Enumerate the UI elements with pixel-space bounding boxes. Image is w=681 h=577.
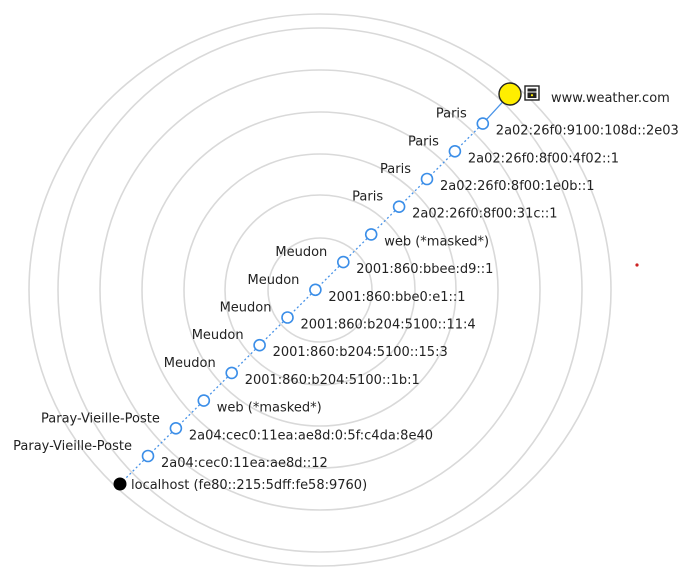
hop-node[interactable]: 2001:860:b204:5100::1b:1 Meudon [164,356,420,388]
hop-dot[interactable] [476,117,490,130]
hop-link [398,178,428,208]
hop-dot[interactable] [169,421,183,435]
hop-address-label: web (*masked*) [217,401,322,416]
hop-link [370,206,400,235]
distance-ring [267,237,373,343]
hop-link [203,372,233,402]
source-node[interactable]: localhost (fe80::215:5dff:fe58:9760) [113,477,368,494]
hop-node[interactable]: 2a02:26f0:9100:108d::2e03 Paris [436,107,679,139]
hop-dot[interactable] [392,200,406,213]
distance-ring [183,153,457,427]
hop-node[interactable]: 2001:860:b204:5100::15:3 Meudon [192,328,448,360]
hop-link [147,427,177,457]
hop-node[interactable]: 2a02:26f0:8f00:4f02::1 Paris [408,134,619,166]
hop-node[interactable]: 2a02:26f0:8f00:1e0b::1 Paris [380,162,594,194]
hop-dot[interactable] [197,394,211,407]
hop-link [119,455,149,485]
hop-location-label: Meudon [164,356,216,371]
hop-link [426,150,456,180]
hop-location-label: Meudon [192,328,244,343]
hop-links [119,93,511,485]
hop-node[interactable]: 2001:860:bbee:d9::1 Meudon [275,245,493,277]
hop-location-label: Paris [352,190,383,205]
distance-ring [141,111,499,469]
hop-location-label: Paris [436,107,467,122]
hop-address-label: 2a02:26f0:8f00:1e0b::1 [440,179,595,194]
distance-ring [99,69,541,511]
hop-node[interactable]: 2a04:cec0:11ea:ae8d:0:5f:c4da:8e40 Paray-… [41,411,433,443]
hop-link [259,317,288,346]
source-label: localhost (fe80::215:5dff:fe58:9760) [131,478,367,493]
hop-address-label: 2a02:26f0:9100:108d::2e03 [496,124,679,139]
hop-location-label: Paray-Vieille-Poste [13,439,132,454]
stray-marker-dot [635,263,639,267]
hop-node[interactable]: web (*masked*) [197,394,322,416]
hop-link [342,233,372,263]
hop-dot[interactable] [141,449,155,463]
hop-node[interactable]: 2a02:26f0:8f00:31c::1 Paris [352,190,557,222]
hop-dot[interactable] [336,255,350,269]
distance-ring [224,194,416,386]
hop-location-label: Meudon [220,301,272,316]
hop-address-label: web (*masked*) [384,234,489,249]
hop-link [175,400,205,429]
hop-link [454,123,484,152]
distance-ring [57,27,583,553]
source-dot[interactable] [113,477,127,491]
hop-location-label: Meudon [247,273,299,288]
hop-node[interactable]: 2001:860:b204:5100::11:4 Meudon [220,301,476,333]
hop-location-label: Paris [408,134,439,149]
hop-node[interactable]: web (*masked*) [364,228,489,250]
hop-dot[interactable] [281,311,294,324]
hop-address-label: 2001:860:b204:5100::1b:1 [245,373,420,388]
distance-rings [28,13,612,567]
hop-dot[interactable] [364,228,378,241]
hop-node[interactable]: 2001:860:bbe0:e1::1 Meudon [247,273,465,305]
hop-address-label: 2a04:cec0:11ea:ae8d::12 [161,456,328,471]
hop-dot[interactable] [420,172,434,186]
hop-location-label: Meudon [275,245,327,260]
hop-address-label: 2a02:26f0:8f00:4f02::1 [468,151,619,166]
hop-link [287,289,316,318]
distance-ring [28,13,612,567]
hop-dot[interactable] [253,338,266,352]
hop-address-label: 2a04:cec0:11ea:ae8d:0:5f:c4da:8e40 [189,428,433,443]
destination-label: www.weather.com [551,91,670,106]
hop-nodes: 2a04:cec0:11ea:ae8d::12 Paray-Vieille-Pos… [13,107,679,471]
hop-address-label: 2001:860:bbee:d9::1 [356,262,493,277]
hop-location-label: Paray-Vieille-Poste [41,411,160,426]
hop-address-label: 2001:860:bbe0:e1::1 [328,290,465,305]
hop-dot[interactable] [225,366,238,380]
destination-node[interactable]: www.weather.com [498,82,670,106]
hop-address-label: 2001:860:b204:5100::11:4 [301,318,476,333]
hop-link [314,261,344,291]
lock-icon [524,85,540,101]
hop-address-label: 2001:860:b204:5100::15:3 [273,345,448,360]
hop-address-label: 2a02:26f0:8f00:31c::1 [412,207,557,222]
destination-dot[interactable] [498,82,522,106]
hop-link [231,344,261,374]
hop-node[interactable]: 2a04:cec0:11ea:ae8d::12 Paray-Vieille-Pos… [13,439,328,471]
hop-dot[interactable] [309,283,322,297]
hop-location-label: Paris [380,162,411,177]
hop-dot[interactable] [448,145,462,158]
